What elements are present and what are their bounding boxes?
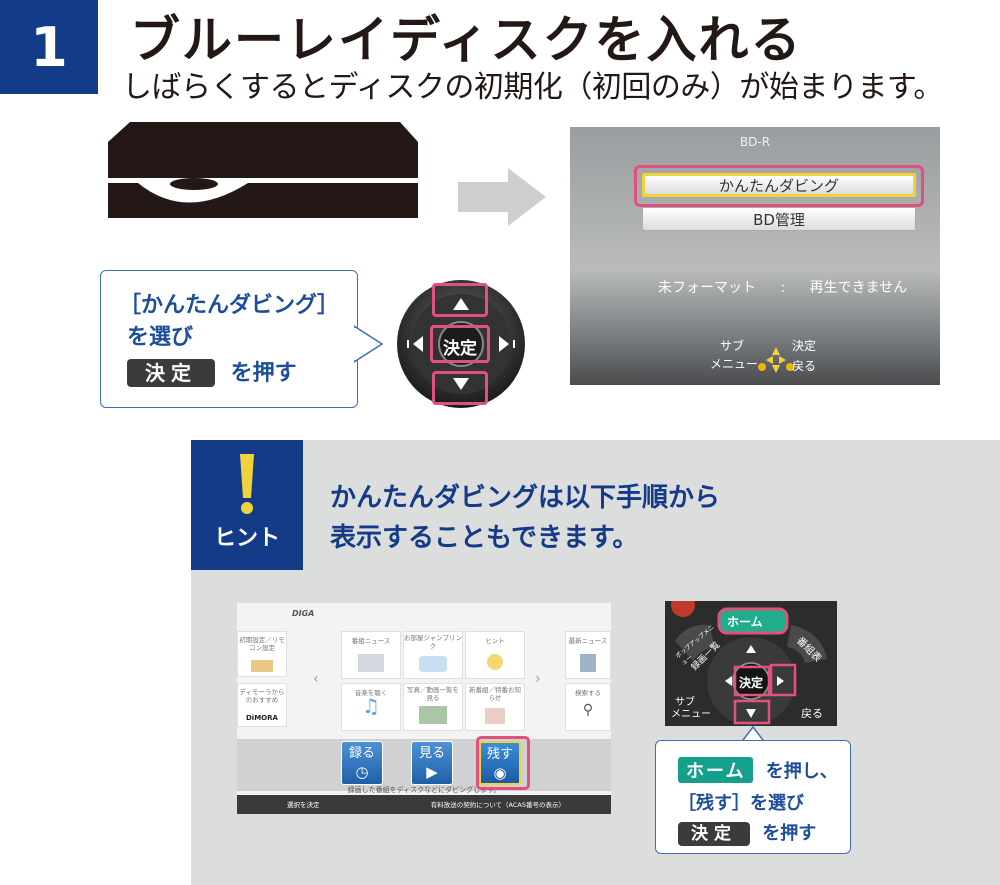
sub-menu-label-2: メニュー — [710, 357, 759, 371]
hint-badge-label: ヒント — [213, 526, 280, 551]
home-button-label: ホーム — [678, 757, 754, 783]
instruction-callout: ［かんたんダビング］ を選び 決定 を押す — [100, 270, 358, 408]
watch-key[interactable]: 見る ▶ — [411, 741, 453, 785]
enter-button-label-2: 決定 — [678, 822, 750, 846]
tile-hint[interactable]: ヒント — [465, 631, 525, 679]
status-separator: : — [780, 280, 786, 296]
lightbulb-icon — [487, 654, 503, 670]
tile-dimora-recommend[interactable]: ディモーラからのおすすめ DiMORA — [237, 683, 287, 727]
tile-initial-setup[interactable]: 初期設定／リモコン設定 — [237, 631, 287, 677]
arrow-right-icon — [458, 168, 546, 226]
tile-room-jump[interactable]: お部屋ジャンプリンク — [403, 631, 463, 679]
remote-cross-pad: 決定 — [395, 278, 527, 410]
enter-key-label: 決定 — [443, 339, 477, 359]
step-title: ブルーレイディスクを入れる — [130, 11, 803, 69]
house-icon — [419, 656, 447, 672]
sub-menu-key-label-1: サブ — [675, 697, 695, 708]
exclamation-icon — [240, 454, 254, 514]
step-subtitle: しばらくするとディスクの初期化（初回のみ）が始まります。 — [122, 70, 943, 105]
box-icon — [251, 660, 273, 672]
news-icon — [358, 654, 384, 672]
hint-title-line-2: 表示することもできます。 — [330, 523, 639, 553]
enter-button-label: 決定 — [127, 359, 215, 387]
tile-photo-video[interactable]: 写真／動画一覧を見る — [403, 683, 463, 731]
dimora-logo: DiMORA — [246, 714, 278, 722]
clock-icon: ◷ — [355, 763, 369, 781]
tv-footer-guide: サブ メニュー 決定 戻る — [710, 337, 870, 381]
remote-photo: ホーム ポップアップメニュー 録画一覧 番組表 決定 サブ メニュー 戻る — [665, 601, 837, 726]
news-icon — [580, 654, 596, 672]
step-number: 1 — [0, 0, 98, 94]
select-enter-hint: 選択を決定 — [287, 801, 320, 809]
status-value: 再生できません — [809, 280, 908, 296]
save-key[interactable]: 残す ◉ — [479, 741, 521, 785]
callout-line-1: ［かんたんダビング］ — [119, 293, 340, 318]
enter-key-highlight[interactable] — [430, 325, 490, 363]
disc-icon: ◉ — [493, 764, 507, 782]
acas-info-link[interactable]: 有料放送の契約について（ACAS番号の表示） — [430, 801, 565, 809]
chevron-right-icon[interactable]: › — [535, 671, 541, 687]
callout-press-text: を押す — [230, 361, 297, 386]
play-icon: ▶ — [426, 763, 438, 781]
tile-music[interactable]: 音楽を聴く ♫ — [341, 683, 401, 731]
up-key-highlight[interactable] — [432, 283, 488, 317]
disc-label: BD-R — [739, 135, 771, 149]
cross-key-icon — [758, 347, 794, 373]
back-key-label[interactable]: 戻る — [801, 707, 823, 720]
record-key[interactable]: 録る ◷ — [341, 741, 383, 785]
tv-screen: BD-R かんたんダビング BD管理 未フォーマット : 再生できません サブ … — [570, 127, 940, 385]
sub-menu-key-label-2: メニュー — [671, 709, 711, 720]
music-note-icon: ♫ — [362, 694, 380, 718]
enter-label: 決定 — [792, 339, 817, 353]
callout-tail — [354, 325, 384, 363]
hint-badge: ヒント — [191, 440, 303, 570]
tile-new-programs[interactable]: 新番組／特番お知らせ — [465, 683, 525, 731]
down-key-highlight[interactable] — [432, 371, 488, 405]
tile-program-news[interactable]: 番組ニュース — [341, 631, 401, 679]
tile-latest-news[interactable]: 最新ニュース — [565, 631, 611, 679]
hint-title-line-1: かんたんダビングは以下手順から — [330, 483, 721, 513]
disc-status: 未フォーマット : 再生できません — [658, 277, 907, 297]
menu-item-bd-manage[interactable]: BD管理 — [642, 207, 916, 231]
photo-icon — [419, 706, 447, 724]
hint-title: かんたんダビングは以下手順から 表示することもできます。 — [330, 478, 720, 558]
sub-menu-label-1: サブ — [720, 339, 745, 353]
calendar-icon — [485, 708, 505, 724]
hint-callout-line-2: ［残す］を選び — [678, 793, 804, 814]
status-label: 未フォーマット — [658, 280, 756, 296]
enter-key-label-photo[interactable]: 決定 — [739, 676, 764, 690]
back-label: 戻る — [792, 359, 817, 373]
menu-focus-highlight — [634, 165, 924, 207]
diga-logo: DIGA — [292, 609, 315, 618]
tile-search[interactable]: 検索する ⚲ — [565, 683, 611, 731]
hint-callout: ホーム を押し、 ［残す］を選び 決定 を押す — [655, 740, 851, 854]
home-key-label[interactable]: ホーム — [727, 615, 763, 629]
chevron-left-icon[interactable]: ‹ — [313, 671, 319, 687]
home-status-bar: 選択を決定 有料放送の契約について（ACAS番号の表示） — [237, 795, 611, 814]
hint-callout-line-3: 決定 を押す — [678, 819, 816, 846]
home-message: 録画した番組をディスクなどにダビングします。 — [347, 786, 501, 794]
search-icon: ⚲ — [582, 702, 594, 718]
home-screen: DIGA 初期設定／リモコン設定 ディモーラからのおすすめ DiMORA ‹ ›… — [237, 603, 611, 814]
callout-line-2: を選び — [127, 325, 194, 350]
callout-line-3: 決定 を押す — [127, 355, 297, 387]
menu-item-easy-dubbing[interactable]: かんたんダビング — [642, 173, 916, 197]
hint-callout-line-1: ホーム を押し、 — [678, 757, 838, 783]
save-key-highlight — [476, 736, 530, 790]
recorder-illustration — [108, 122, 418, 218]
